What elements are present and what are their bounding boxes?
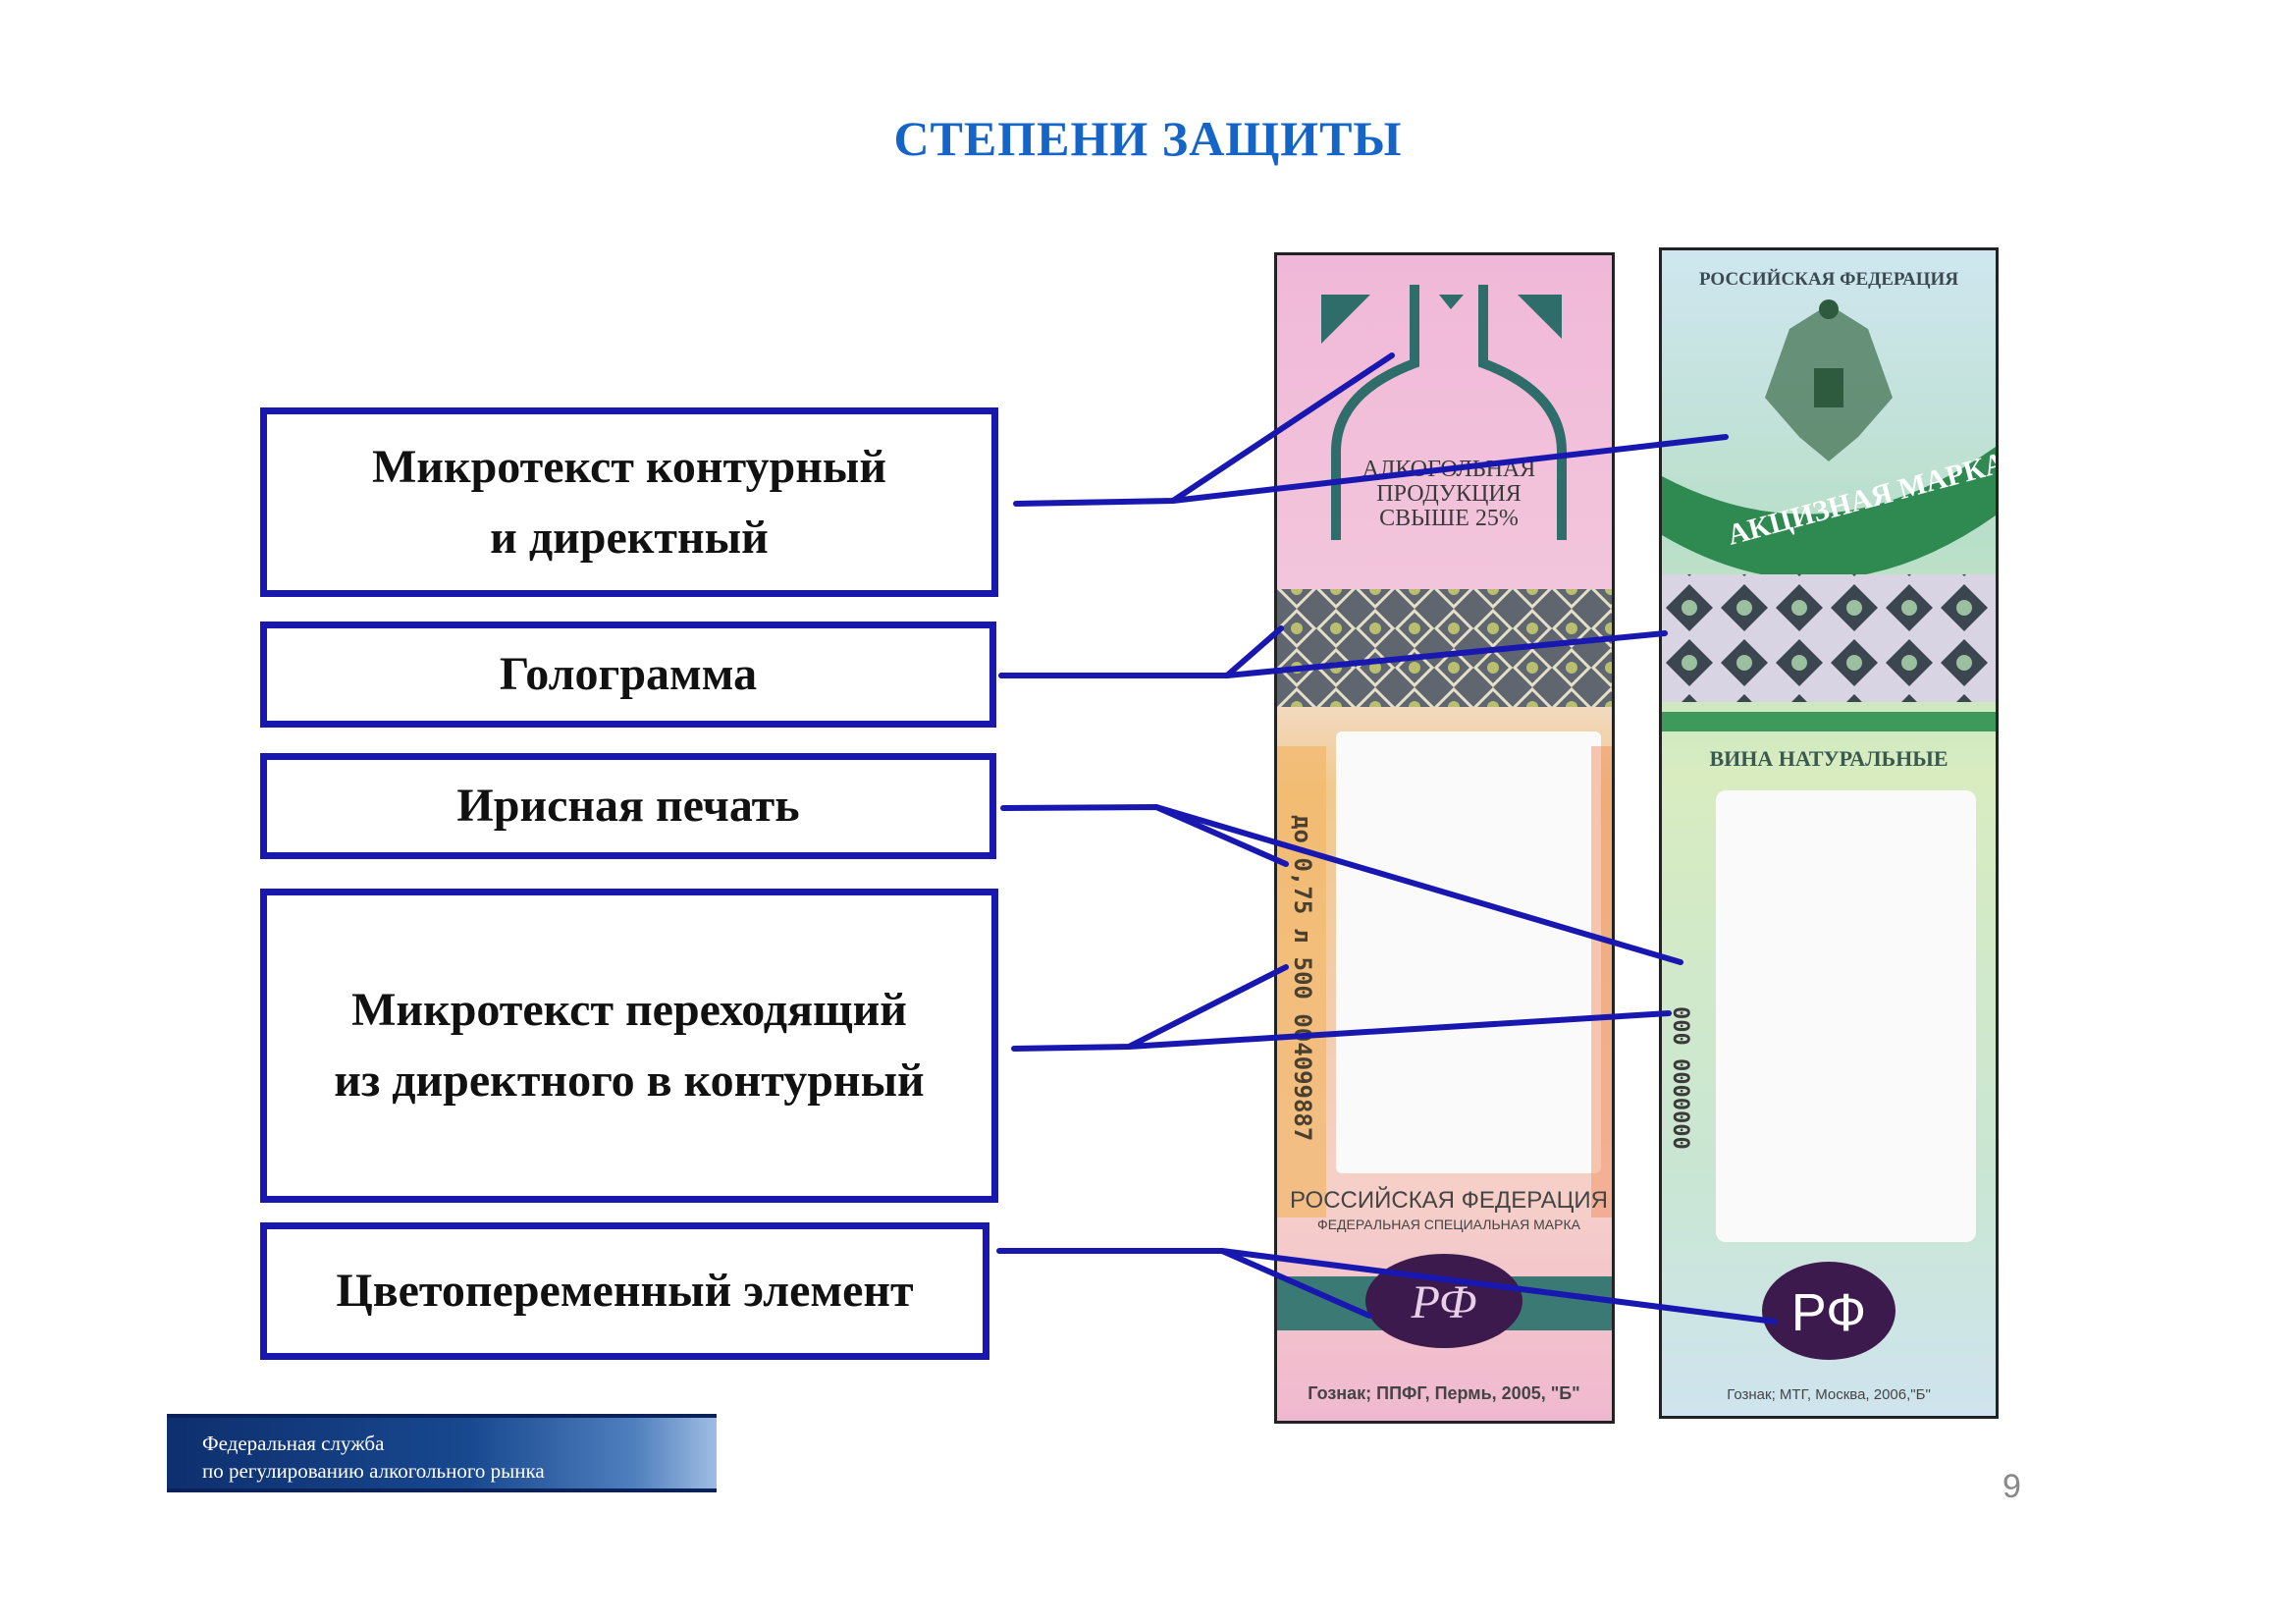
left-excise-stamp: АЛКОГОЛЬНАЯ ПРОДУКЦИЯ СВЫШЕ 25% до 0,75 … xyxy=(1274,252,1615,1424)
label-microtext-contour: Микротекст контурный и директный xyxy=(260,407,998,597)
left-stamp-emblem-text: РФ xyxy=(1411,1276,1477,1328)
page-number: 9 xyxy=(2002,1468,2021,1505)
label-line: Микротекст переходящий xyxy=(351,984,907,1036)
footer-banner: Федеральная служба по регулированию алко… xyxy=(167,1414,717,1492)
right-stamp-side-text: 000 0000000 xyxy=(1668,1006,1692,1150)
label-line: Цветопеременный элемент xyxy=(336,1265,914,1317)
label-line: Микротекст контурный xyxy=(371,440,886,493)
left-stamp-printer: Гознак; ППФГ, Пермь, 2005, "Б" xyxy=(1308,1383,1579,1403)
right-stamp-printer: Гознак; МТГ, Москва, 2006,"Б" xyxy=(1727,1386,1931,1403)
page-title: СТЕПЕНИ ЗАЩИТЫ xyxy=(893,111,1403,166)
left-stamp-top-text-1: АЛКОГОЛЬНАЯ xyxy=(1362,457,1536,482)
left-stamp-side-text: до 0,75 л 500 004099887 xyxy=(1289,815,1316,1141)
label-line: Голограмма xyxy=(499,648,758,700)
left-stamp-top-text-3: СВЫШЕ 25% xyxy=(1379,506,1519,531)
right-stamp-category: ВИНА НАТУРАЛЬНЫЕ xyxy=(1709,746,1948,771)
footer-line-2: по регулированию алкогольного рынка xyxy=(202,1459,545,1483)
label-iris-print: Ирисная печать xyxy=(260,753,996,859)
label-hologram: Голограмма xyxy=(260,622,996,728)
left-stamp-subtitle: ФЕДЕРАЛЬНАЯ СПЕЦИАЛЬНАЯ МАРКА xyxy=(1317,1217,1581,1232)
right-stamp-window xyxy=(1716,790,1976,1242)
left-stamp-window xyxy=(1336,731,1601,1173)
right-stamp-emblem-text: РФ xyxy=(1791,1283,1866,1342)
label-line: и директный xyxy=(490,511,769,564)
hologram-band xyxy=(1277,589,1612,707)
right-stamp-country: РОССИЙСКАЯ ФЕДЕРАЦИЯ xyxy=(1699,268,1958,290)
right-color-shift-emblem xyxy=(1762,1262,1896,1360)
label-microtext-transition: Микротекст переходящий из директного в к… xyxy=(260,889,998,1203)
right-excise-stamp: РОССИЙСКАЯ ФЕДЕРАЦИЯ АКЦИЗНАЯ МАРКА ВИНА… xyxy=(1659,247,1999,1419)
right-hologram-band xyxy=(1662,574,1996,702)
left-stamp-top-text-2: ПРОДУКЦИЯ xyxy=(1376,481,1521,507)
left-stamp-country: РОССИЙСКАЯ ФЕДЕРАЦИЯ xyxy=(1290,1186,1608,1214)
coat-of-arms-icon xyxy=(1765,299,1893,461)
label-color-shift: Цветопеременный элемент xyxy=(260,1222,989,1360)
footer-line-1: Федеральная служба xyxy=(202,1432,385,1455)
label-line: Ирисная печать xyxy=(456,780,800,832)
label-line: из директного в контурный xyxy=(334,1055,925,1107)
